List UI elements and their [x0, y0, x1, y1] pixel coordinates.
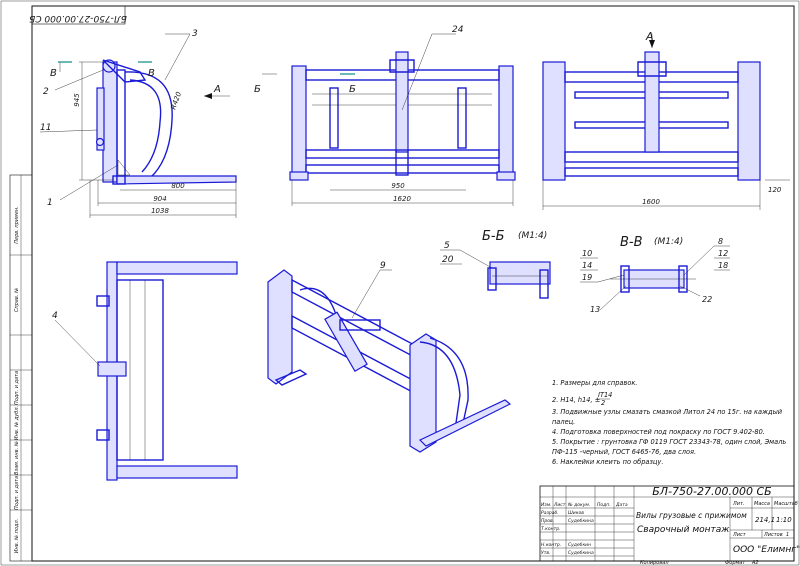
dim-1600: 1600	[642, 198, 660, 206]
label-v-left: В	[50, 68, 57, 79]
callout-19: 19	[582, 273, 592, 282]
callout-24: 24	[452, 25, 464, 35]
tb-change-h4: Дата	[615, 502, 628, 508]
strip-label-3: Инв. № дубл.	[14, 406, 20, 440]
note-6: 6. Наклейки клеить по образцу.	[552, 458, 663, 466]
callout-5: 5	[444, 241, 450, 251]
dim-120: 120	[768, 186, 782, 194]
section-vv-title: В-В	[620, 235, 643, 250]
callout-3: 3	[192, 29, 198, 39]
section-vv: В-В (М1:4) 10 14 19 8 12 18 13 22	[580, 235, 730, 314]
tb-role-4: Н.контр.	[541, 542, 561, 548]
label-a-side: А	[213, 84, 221, 95]
note-2-frac-bottom: 2	[601, 399, 605, 407]
front-view: 950 1620 Б Б 24	[254, 25, 516, 206]
strip-label-1: Справ. №	[14, 288, 20, 312]
technical-notes: 1. Размеры для справок. 2. Н14, h14, ± I…	[552, 379, 786, 466]
section-bb: Б-Б (М1:4) 5 20	[440, 229, 551, 299]
dim-1038: 1038	[151, 207, 169, 215]
tb-role-5: Утв.	[541, 550, 550, 556]
rotated-code-text: БЛ-750-27.00.000 СБ	[29, 13, 127, 23]
note-5: 5. Покрытие : грунтовка ГФ 0119 ГОСТ 233…	[552, 438, 786, 446]
tb-scale-value: 1:10	[776, 516, 792, 524]
tb-name-1: Судебкина	[568, 518, 594, 524]
tb-sheet-label: Лист	[732, 532, 747, 538]
callout-11: 11	[40, 123, 51, 133]
strip-label-0: Перв. примен.	[14, 206, 20, 244]
left-strip: Перв. примен. Справ. № Подп. и дата Инв.…	[9, 174, 33, 562]
callout-12: 12	[718, 249, 728, 258]
callout-20: 20	[442, 255, 454, 265]
strip-label-4: Взам. инв. №	[14, 441, 20, 475]
tb-mass-value: 214,1	[755, 516, 775, 524]
callout-4: 4	[52, 311, 58, 321]
callout-9: 9	[380, 261, 386, 271]
tb-name-line2: Сварочный монтаж	[637, 525, 730, 535]
dim-1620: 1620	[393, 195, 411, 203]
label-b-right: Б	[349, 84, 356, 95]
tb-designation: БЛ-750-27.00.000 СБ	[652, 485, 771, 498]
tb-change-h2: № докум.	[567, 502, 590, 508]
dim-r420: R420	[169, 90, 183, 110]
note-5b: ПФ-115 -черный, ГОСТ 6465-76, два слоя.	[552, 448, 696, 456]
note-1: 1. Размеры для справок.	[552, 379, 637, 387]
label-a-top: А	[645, 30, 654, 43]
dim-800: 800	[171, 182, 185, 190]
label-v-right: В	[148, 68, 155, 79]
callout-1: 1	[47, 198, 53, 208]
strip-label-2: Подп. и дата	[14, 371, 20, 405]
callout-2: 2	[43, 87, 49, 97]
dim-945: 945	[73, 93, 81, 107]
isometric-view: 9	[267, 261, 512, 453]
section-bb-title: Б-Б	[482, 229, 505, 244]
top-view: 4	[52, 261, 238, 481]
callout-13: 13	[590, 305, 600, 314]
tb-mass-header: Масса	[754, 501, 770, 507]
tb-name-line1: Вилы грузовые с прижимом	[636, 511, 747, 520]
side-view: 945 R420 800 904 1038 В В А 2 3 11 1	[39, 29, 237, 218]
tb-name-5: Судебкина	[568, 550, 594, 556]
tb-change-h3: Подп.	[597, 502, 611, 508]
dim-904: 904	[153, 195, 166, 203]
strip-label-5: Подп. и дата	[14, 476, 20, 510]
tb-role-0: Разраб.	[541, 510, 559, 516]
tb-name-0: Шиков	[568, 510, 584, 516]
dim-950: 950	[391, 182, 405, 190]
callout-18: 18	[718, 261, 728, 270]
tb-lit-header: Лит.	[732, 501, 745, 507]
tb-sheets-label: Листов	[763, 532, 783, 538]
tb-copied-label: Копировал	[640, 560, 669, 566]
tb-scale-header: Масштаб	[774, 501, 798, 507]
section-bb-scale: (М1:4)	[518, 231, 547, 241]
note-2: 2. Н14, h14, ±	[552, 396, 600, 404]
callout-14: 14	[582, 261, 592, 270]
note-2-frac-top: IT14	[598, 391, 612, 399]
note-4: 4. Подготовка поверхностей под покраску …	[552, 428, 765, 436]
tb-format-value: А2	[751, 560, 759, 566]
rotated-code-box: БЛ-750-27.00.000 СБ	[29, 5, 127, 25]
tb-format-label: Формат	[725, 560, 746, 566]
strip-label-6: Инв. № подл.	[14, 519, 20, 554]
note-3b: палец.	[552, 418, 575, 426]
tb-change-h1: Лист	[553, 502, 566, 508]
tb-sheets-value: 1	[786, 532, 789, 538]
tb-role-1: Пров.	[541, 518, 554, 524]
rear-view: 1600 120 А	[542, 30, 790, 210]
callout-22: 22	[702, 295, 712, 304]
callout-10: 10	[582, 249, 592, 258]
title-block: БЛ-750-27.00.000 СБ Вилы грузовые с приж…	[539, 485, 800, 566]
tb-change-h0: Изм.	[541, 502, 552, 508]
tb-role-2: Т.контр.	[541, 526, 561, 532]
section-vv-scale: (М1:4)	[654, 237, 683, 247]
note-3: 3. Подвижные узлы смазать смазкой Литол …	[552, 408, 783, 416]
label-b-left: Б	[254, 84, 261, 95]
tb-name-4: Судебкин	[568, 542, 591, 548]
tb-company: ООО "Елимнг"	[733, 545, 800, 555]
callout-8: 8	[718, 237, 723, 246]
